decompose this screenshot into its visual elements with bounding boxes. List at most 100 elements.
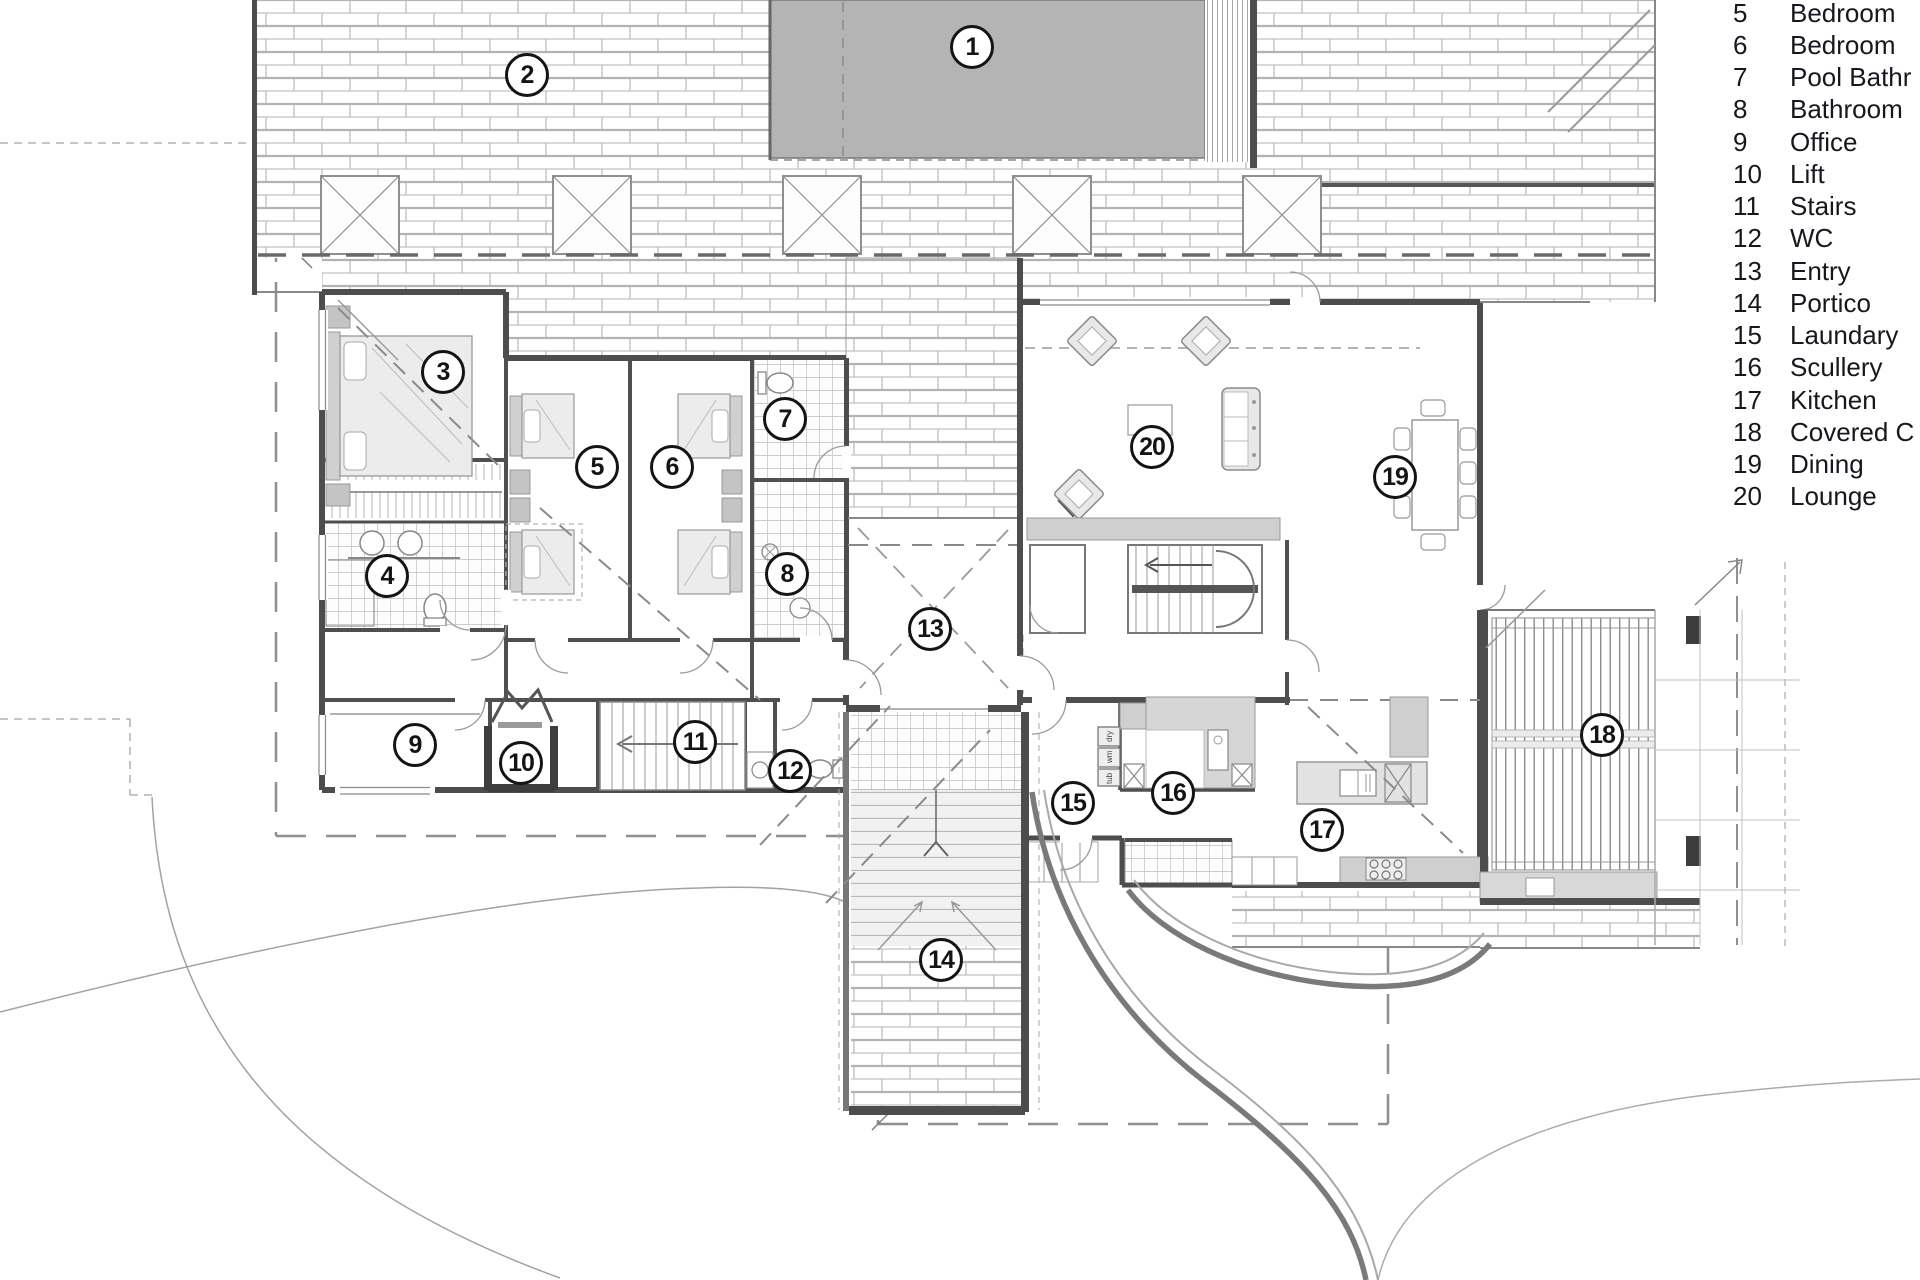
lounge-armchairs bbox=[1054, 316, 1231, 519]
legend-label: Lift bbox=[1790, 158, 1825, 189]
covered-court bbox=[1479, 559, 1800, 949]
legend-number: 6 bbox=[1733, 29, 1748, 60]
windows-left-wall bbox=[317, 310, 435, 796]
legend-label: Entry bbox=[1790, 255, 1851, 286]
room-marker-1: 1 bbox=[950, 25, 994, 69]
room-marker-10: 10 bbox=[499, 741, 543, 785]
kitchen bbox=[1231, 696, 1490, 888]
legend-number: 8 bbox=[1733, 94, 1748, 125]
legend-label: Bedroom bbox=[1790, 0, 1896, 28]
legend-label: Lounge bbox=[1790, 481, 1877, 512]
legend-row: 5 Bedroom bbox=[1733, 0, 1914, 29]
bedroom-wing bbox=[317, 289, 882, 796]
washer-label: wm bbox=[1105, 750, 1114, 764]
room-marker-8: 8 bbox=[765, 552, 809, 596]
legend-label: Stairs bbox=[1790, 191, 1857, 222]
legend-number: 16 bbox=[1733, 352, 1762, 383]
room-marker-12: 12 bbox=[768, 749, 812, 793]
legend-number: 17 bbox=[1733, 384, 1762, 415]
room-marker-16: 16 bbox=[1151, 771, 1195, 815]
room-marker-19: 19 bbox=[1373, 455, 1417, 499]
legend-label: Covered C bbox=[1790, 416, 1915, 447]
room-marker-18: 18 bbox=[1580, 713, 1624, 757]
legend-label: Laundary bbox=[1790, 320, 1899, 351]
terrace-columns bbox=[320, 175, 1322, 255]
legend-label: Bedroom bbox=[1790, 29, 1896, 60]
tub-label: tub bbox=[1105, 772, 1114, 784]
portico-void-diagonals bbox=[759, 705, 991, 904]
beds-room5 bbox=[505, 393, 583, 601]
room-marker-13: 13 bbox=[908, 607, 952, 651]
legend-label: Dining bbox=[1790, 449, 1864, 480]
lounge-sofa bbox=[1221, 387, 1261, 471]
legend-label: Scullery bbox=[1790, 352, 1883, 383]
legend-row: 9 Office bbox=[1733, 126, 1914, 158]
legend-number: 11 bbox=[1733, 191, 1760, 222]
void-diagonals bbox=[337, 307, 761, 701]
room-marker-14: 14 bbox=[919, 938, 963, 982]
legend-number: 14 bbox=[1733, 287, 1762, 318]
stove-burners bbox=[1369, 859, 1403, 880]
legend-row: 10 Lift bbox=[1733, 158, 1914, 190]
legend-row: 11 Stairs bbox=[1733, 191, 1914, 223]
legend-row: 18 Covered C bbox=[1733, 416, 1914, 448]
main-stair bbox=[1029, 540, 1289, 705]
room-marker-2: 2 bbox=[505, 53, 549, 97]
legend-row: 7 Pool Bathr bbox=[1733, 62, 1914, 94]
pantry-court bbox=[1124, 839, 1233, 886]
pool bbox=[769, 0, 1250, 162]
legend-number: 5 bbox=[1733, 0, 1748, 28]
room-marker-4: 4 bbox=[365, 554, 409, 598]
room-marker-9: 9 bbox=[393, 723, 437, 767]
room-marker-3: 3 bbox=[421, 350, 465, 394]
room-marker-6: 6 bbox=[650, 445, 694, 489]
lift bbox=[484, 687, 558, 792]
legend-label: WC bbox=[1790, 223, 1834, 254]
legend-label: Pool Bathr bbox=[1790, 62, 1912, 93]
room-marker-5: 5 bbox=[575, 445, 619, 489]
door-gaps bbox=[440, 446, 851, 705]
legend-number: 12 bbox=[1733, 223, 1762, 254]
legend-label: Portico bbox=[1790, 287, 1871, 318]
legend-row: 13 Entry bbox=[1733, 255, 1914, 287]
room-marker-11: 11 bbox=[673, 720, 717, 764]
legend-number: 20 bbox=[1733, 481, 1762, 512]
legend-row: 20 Lounge bbox=[1733, 481, 1914, 513]
bathroom-4 bbox=[325, 524, 504, 628]
stairs-11 bbox=[599, 701, 746, 791]
bed-master bbox=[325, 305, 473, 507]
legend-label: Office bbox=[1790, 126, 1858, 157]
media-wall bbox=[1026, 517, 1281, 541]
room-marker-17: 17 bbox=[1300, 808, 1344, 852]
legend-number: 18 bbox=[1733, 416, 1762, 447]
portico bbox=[759, 705, 1040, 1115]
legend-row: 16 Scullery bbox=[1733, 352, 1914, 384]
dryer-label: dry bbox=[1105, 731, 1114, 742]
legend-number: 9 bbox=[1733, 126, 1748, 157]
room-marker-7: 7 bbox=[763, 397, 807, 441]
legend-number: 13 bbox=[1733, 255, 1762, 286]
legend-row: 6 Bedroom bbox=[1733, 29, 1914, 61]
dining-table bbox=[1393, 399, 1477, 551]
beds-room6 bbox=[677, 393, 743, 595]
driveway bbox=[1029, 789, 1920, 1280]
legend-row: 19 Dining bbox=[1733, 449, 1914, 481]
legend-number: 19 bbox=[1733, 449, 1762, 480]
terrace-area bbox=[252, 0, 1656, 519]
kitchen-apron bbox=[1232, 891, 1490, 947]
legend-row: 12 WC bbox=[1733, 223, 1914, 255]
legend-number: 10 bbox=[1733, 158, 1762, 189]
room-marker-15: 15 bbox=[1051, 781, 1095, 825]
legend-label: Bathroom bbox=[1790, 94, 1903, 125]
terrace-west-wall bbox=[252, 0, 257, 295]
legend-row: 8 Bathroom bbox=[1733, 94, 1914, 126]
room-marker-20: 20 bbox=[1130, 425, 1174, 469]
legend-number: 7 bbox=[1733, 62, 1748, 93]
legend-number: 15 bbox=[1733, 320, 1762, 351]
terrain-contour-lines bbox=[0, 796, 846, 1279]
door-arcs bbox=[439, 445, 882, 731]
